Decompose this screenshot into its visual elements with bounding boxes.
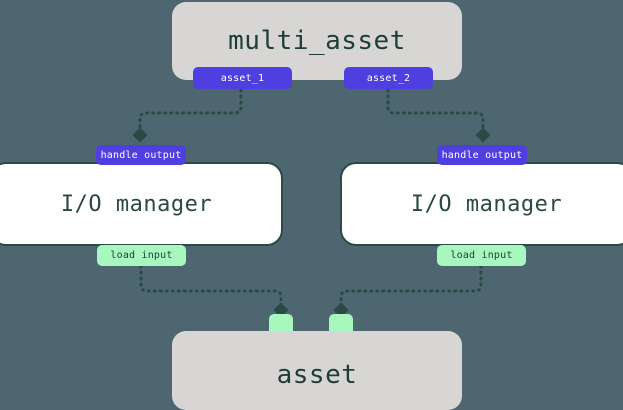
port-handle-output-right[interactable]: handle output: [437, 145, 527, 165]
port-load-input-left[interactable]: load input: [97, 245, 186, 266]
node-asset-label: asset: [276, 359, 358, 390]
edge-asset1-to-handle-output-left: [132, 88, 243, 143]
node-io-manager-left[interactable]: I/O manager: [0, 162, 283, 246]
node-multi-asset-label: multi_asset: [228, 26, 406, 56]
node-io-manager-right-label: I/O manager: [410, 191, 563, 217]
port-asset-1[interactable]: asset_1: [193, 67, 292, 89]
edge-load-input-left-to-asset-port-left: [139, 264, 289, 318]
node-io-manager-right[interactable]: I/O manager: [340, 162, 623, 246]
port-asset-2[interactable]: asset_2: [344, 67, 433, 89]
edge-load-input-right-to-asset-port-right: [333, 264, 483, 318]
port-load-input-right[interactable]: load input: [437, 245, 526, 266]
node-asset[interactable]: asset: [172, 331, 462, 410]
node-io-manager-left-label: I/O manager: [60, 191, 213, 217]
port-handle-output-left[interactable]: handle output: [96, 145, 186, 165]
edge-asset2-to-handle-output-right: [386, 88, 491, 143]
